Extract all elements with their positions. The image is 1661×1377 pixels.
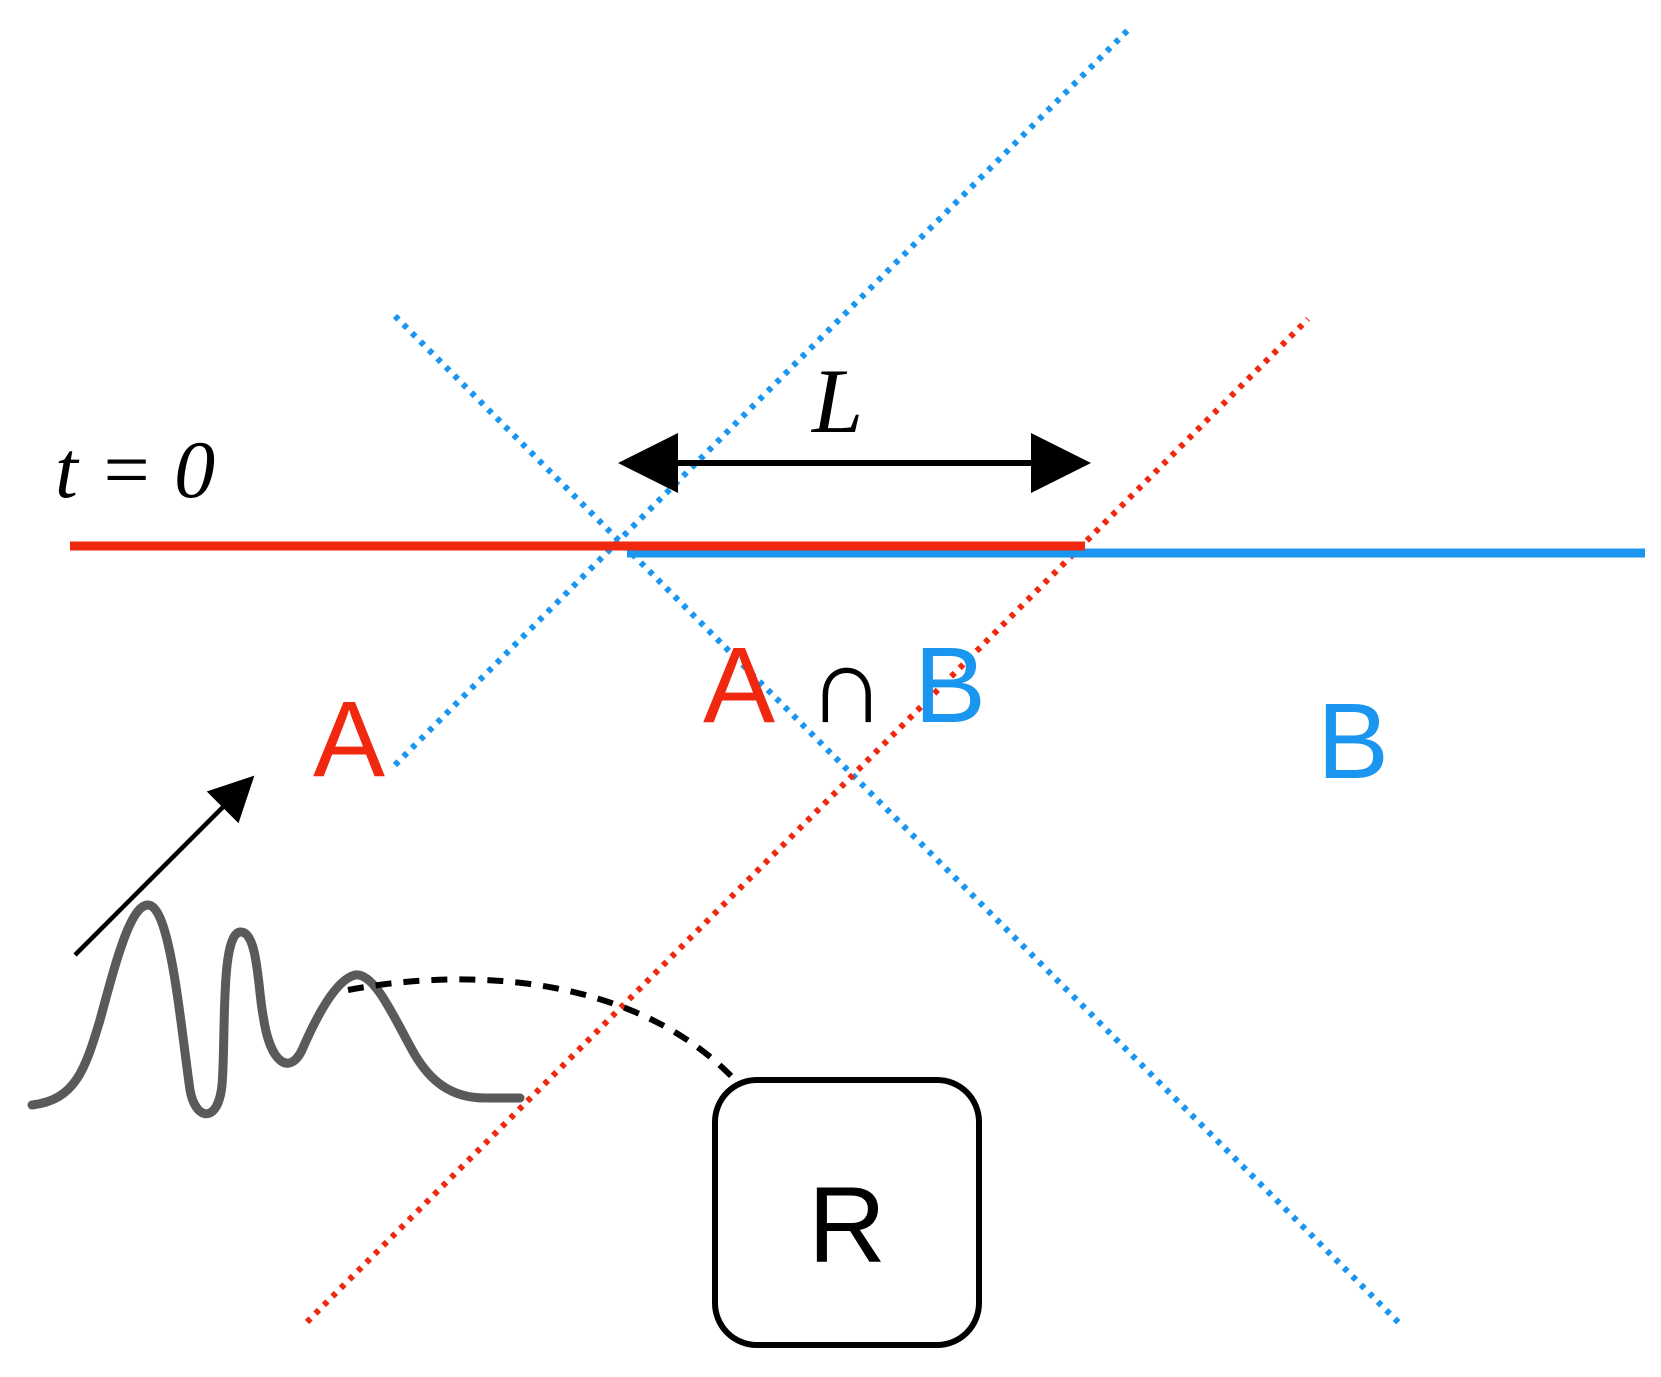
- coupling-curve: [347, 976, 738, 1083]
- radiation-waveform: [27, 900, 525, 1119]
- intersection-symbol: ∩: [808, 624, 886, 745]
- intersection-a-label: A: [703, 624, 775, 745]
- reservoir-label: R: [808, 1164, 886, 1285]
- intersection-b-label: B: [914, 624, 986, 745]
- region-b-label: B: [1317, 680, 1389, 801]
- reservoir-box: [712, 1077, 982, 1348]
- region-a-label: A: [313, 678, 385, 799]
- blue-lightcone-falling: [392, 313, 1406, 1330]
- time-label: t = 0: [55, 424, 215, 515]
- length-label: L: [810, 350, 863, 452]
- blue-lightcone-rising: [392, 27, 1131, 768]
- radiation-arrow: [73, 775, 255, 957]
- red-lightcone-rising: [304, 316, 1311, 1325]
